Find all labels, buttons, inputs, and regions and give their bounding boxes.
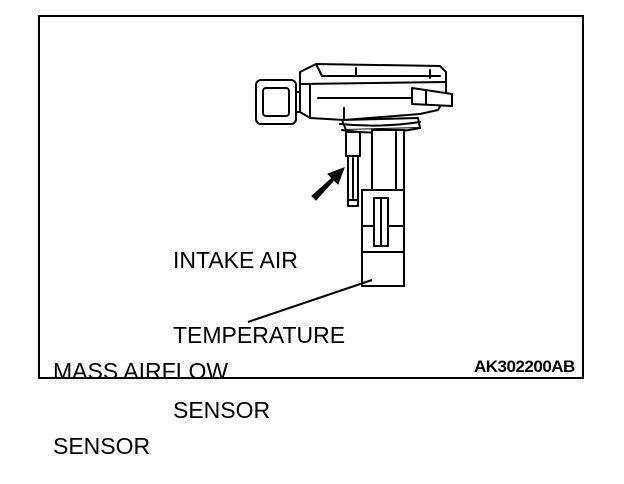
page: { "labels": { "intake_air_temp": ["INTAK…	[38, 15, 584, 459]
iat-element	[345, 131, 361, 207]
probe-body	[361, 129, 405, 287]
label-line: TEMPERATURE	[173, 322, 346, 348]
connector	[255, 79, 303, 125]
pointer-arrow	[311, 167, 345, 201]
label-line: MASS AIRFLOW	[53, 358, 229, 384]
figure-code: AK302200AB	[474, 357, 575, 376]
sensor-housing	[299, 63, 453, 121]
maf-leader-line	[247, 279, 373, 323]
label-line: INTAKE AIR	[173, 247, 298, 273]
mass-airflow-sensor-label: MASS AIRFLOW SENSOR	[53, 309, 228, 484]
sensor-illustration	[247, 63, 453, 323]
label-line: SENSOR	[53, 433, 151, 459]
